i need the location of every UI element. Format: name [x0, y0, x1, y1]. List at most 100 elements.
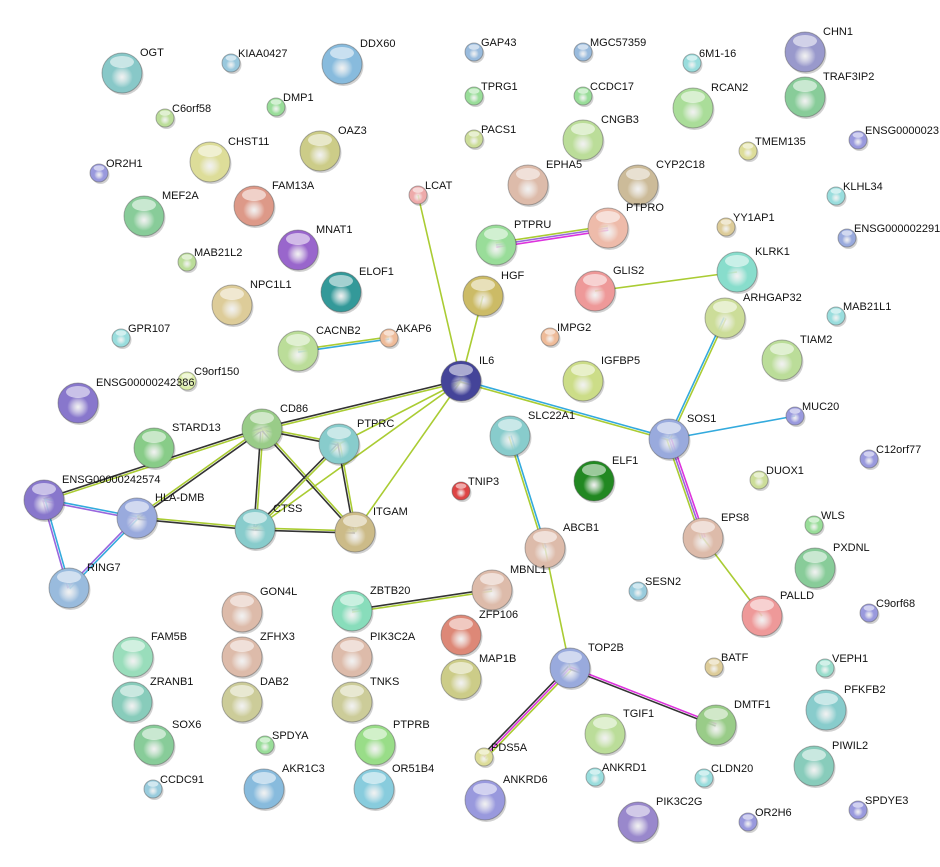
edge-IL6-CD86[interactable]	[261, 379, 462, 431]
node-PTPRB[interactable]: PTPRB	[354, 719, 430, 767]
node-CD86[interactable]: CD86	[241, 403, 308, 451]
node-CLDN20[interactable]: CLDN20	[694, 763, 753, 789]
node-TNIP3[interactable]: TNIP3	[451, 476, 499, 502]
node-TRAF3IP2[interactable]: TRAF3IP2	[784, 71, 874, 119]
node-ENSG00000242386[interactable]: ENSG00000242386	[57, 377, 194, 425]
node-PDS5A[interactable]: PDS5A	[474, 742, 528, 768]
node-PALLD[interactable]: PALLD	[741, 590, 814, 638]
node-PIWIL2[interactable]: PIWIL2	[793, 740, 868, 788]
edge-IL6-SOS1[interactable]	[460, 379, 670, 441]
node-MEF2A[interactable]: MEF2A	[123, 190, 199, 238]
node-RING7[interactable]: RING7	[48, 562, 121, 610]
edge-IL6-LCAT[interactable]	[417, 194, 462, 382]
node-YY1AP1[interactable]: YY1AP1	[716, 212, 775, 238]
node-OR2H6[interactable]: OR2H6	[738, 807, 792, 833]
node-TMEM135[interactable]: TMEM135	[738, 136, 806, 162]
node-TOP2B[interactable]: TOP2B	[549, 642, 624, 690]
node-PACS1[interactable]: PACS1	[464, 124, 516, 150]
node-LCAT[interactable]: LCAT	[408, 180, 453, 206]
node-KLHL34[interactable]: KLHL34	[826, 181, 883, 207]
node-SLC22A1[interactable]: SLC22A1	[489, 410, 575, 458]
edge-TOP2B-DMTF1[interactable]	[569, 666, 717, 727]
node-TIAM2[interactable]: TIAM2	[761, 334, 832, 382]
node-TNKS[interactable]: TNKS	[331, 676, 399, 724]
node-CCDC91[interactable]: CCDC91	[143, 774, 204, 800]
node-NPC1L1[interactable]: NPC1L1	[211, 279, 292, 327]
node-GAP43[interactable]: GAP43	[464, 37, 516, 63]
node-ENSG000002291[interactable]: ENSG000002291	[837, 223, 940, 249]
node-SOS1[interactable]: SOS1	[648, 413, 716, 461]
node-STARD13[interactable]: STARD13	[133, 422, 221, 470]
node-EPS8[interactable]: EPS8	[682, 512, 749, 560]
edge-MBNL1-ZBTB20[interactable]	[351, 588, 493, 613]
node-PIK3C2G[interactable]: PIK3C2G	[617, 796, 702, 844]
node-FAM5B[interactable]: FAM5B	[112, 631, 187, 679]
node-ZRANB1[interactable]: ZRANB1	[111, 676, 193, 724]
node-ITGAM[interactable]: ITGAM	[334, 506, 408, 554]
node-KLRK1[interactable]: KLRK1	[716, 246, 790, 294]
node-CHST11[interactable]: CHST11	[189, 136, 269, 184]
edge-IL6-ITGAM[interactable]	[354, 380, 462, 533]
node-ANKRD1[interactable]: ANKRD1	[585, 762, 647, 788]
node-FAM13A[interactable]: FAM13A	[233, 180, 315, 228]
node-C9orf68[interactable]: C9orf68	[859, 598, 915, 624]
node-MAB21L1[interactable]: MAB21L1	[826, 301, 891, 327]
node-PFKFB2[interactable]: PFKFB2	[805, 684, 886, 732]
node-MAP1B[interactable]: MAP1B	[440, 653, 516, 701]
node-PTPRC[interactable]: PTPRC	[318, 418, 394, 466]
node-MGC57359[interactable]: MGC57359	[573, 37, 646, 63]
node-DMP1[interactable]: DMP1	[266, 92, 314, 118]
node-6M1-16[interactable]: 6M1-16	[682, 48, 736, 74]
node-C9orf150[interactable]: C9orf150	[177, 366, 239, 392]
node-SPDYA[interactable]: SPDYA	[255, 730, 309, 756]
node-MAB21L2[interactable]: MAB21L2	[177, 247, 242, 273]
node-IMPG2[interactable]: IMPG2	[540, 322, 591, 348]
node-RCAN2[interactable]: RCAN2	[672, 82, 748, 130]
node-CYP2C18[interactable]: CYP2C18	[617, 159, 705, 207]
node-OAZ3[interactable]: OAZ3	[299, 125, 367, 173]
node-ZFP106[interactable]: ZFP106	[440, 609, 518, 657]
edge-TOP2B-PDS5A[interactable]	[481, 665, 573, 760]
node-OR51B4[interactable]: OR51B4	[353, 763, 434, 811]
node-AKR1C3[interactable]: AKR1C3	[243, 763, 325, 811]
node-SOX6[interactable]: SOX6	[133, 719, 201, 767]
node-CCDC17[interactable]: CCDC17	[573, 81, 634, 107]
edge-SOS1-ARHGAP32[interactable]	[667, 317, 727, 440]
node-KIAA0427[interactable]: KIAA0427	[221, 48, 288, 74]
node-C12orf77[interactable]: C12orf77	[859, 444, 921, 470]
node-HGF[interactable]: HGF	[462, 270, 525, 318]
node-ZFHX3[interactable]: ZFHX3	[221, 631, 295, 679]
node-ENSG0000023[interactable]: ENSG0000023	[848, 125, 939, 151]
node-CTSS[interactable]: CTSS	[234, 503, 302, 551]
node-ABCB1[interactable]: ABCB1	[524, 522, 599, 570]
node-GPR107[interactable]: GPR107	[111, 323, 170, 349]
edge-SOS1-MUC20[interactable]	[668, 415, 796, 440]
node-HLA-DMB[interactable]: HLA-DMB	[116, 492, 205, 540]
node-GON4L[interactable]: GON4L	[221, 586, 297, 634]
edge-CD86-ITGAM[interactable]	[260, 427, 357, 534]
node-IGFBP5[interactable]: IGFBP5	[562, 355, 640, 403]
node-SPDYE3[interactable]: SPDYE3	[848, 795, 908, 821]
node-OGT[interactable]: OGT	[101, 47, 164, 95]
node-C6orf58[interactable]: C6orf58	[155, 103, 211, 129]
node-DAB2[interactable]: DAB2	[221, 676, 289, 724]
node-ANKRD6[interactable]: ANKRD6	[464, 774, 548, 822]
edge-CD86-HLA-DMB[interactable]	[135, 427, 264, 520]
node-TGIF1[interactable]: TGIF1	[584, 708, 654, 756]
node-VEPH1[interactable]: VEPH1	[815, 653, 868, 679]
node-PXDNL[interactable]: PXDNL	[794, 542, 870, 590]
node-MNAT1[interactable]: MNAT1	[277, 224, 352, 272]
node-ARHGAP32[interactable]: ARHGAP32	[704, 292, 802, 340]
node-BATF[interactable]: BATF	[704, 652, 749, 678]
node-GLIS2[interactable]: GLIS2	[574, 265, 644, 313]
node-PTPRU[interactable]: PTPRU	[475, 219, 551, 267]
node-CNGB3[interactable]: CNGB3	[562, 114, 639, 162]
node-MUC20[interactable]: MUC20	[785, 401, 839, 427]
node-OR2H1[interactable]: OR2H1	[89, 158, 143, 184]
node-ELOF1[interactable]: ELOF1	[320, 266, 394, 314]
node-AKAP6[interactable]: AKAP6	[379, 323, 431, 349]
node-MBNL1[interactable]: MBNL1	[471, 564, 547, 612]
node-IL6[interactable]: IL6	[440, 355, 494, 403]
node-DUOX1[interactable]: DUOX1	[749, 465, 804, 491]
node-EPHA5[interactable]: EPHA5	[507, 159, 582, 207]
